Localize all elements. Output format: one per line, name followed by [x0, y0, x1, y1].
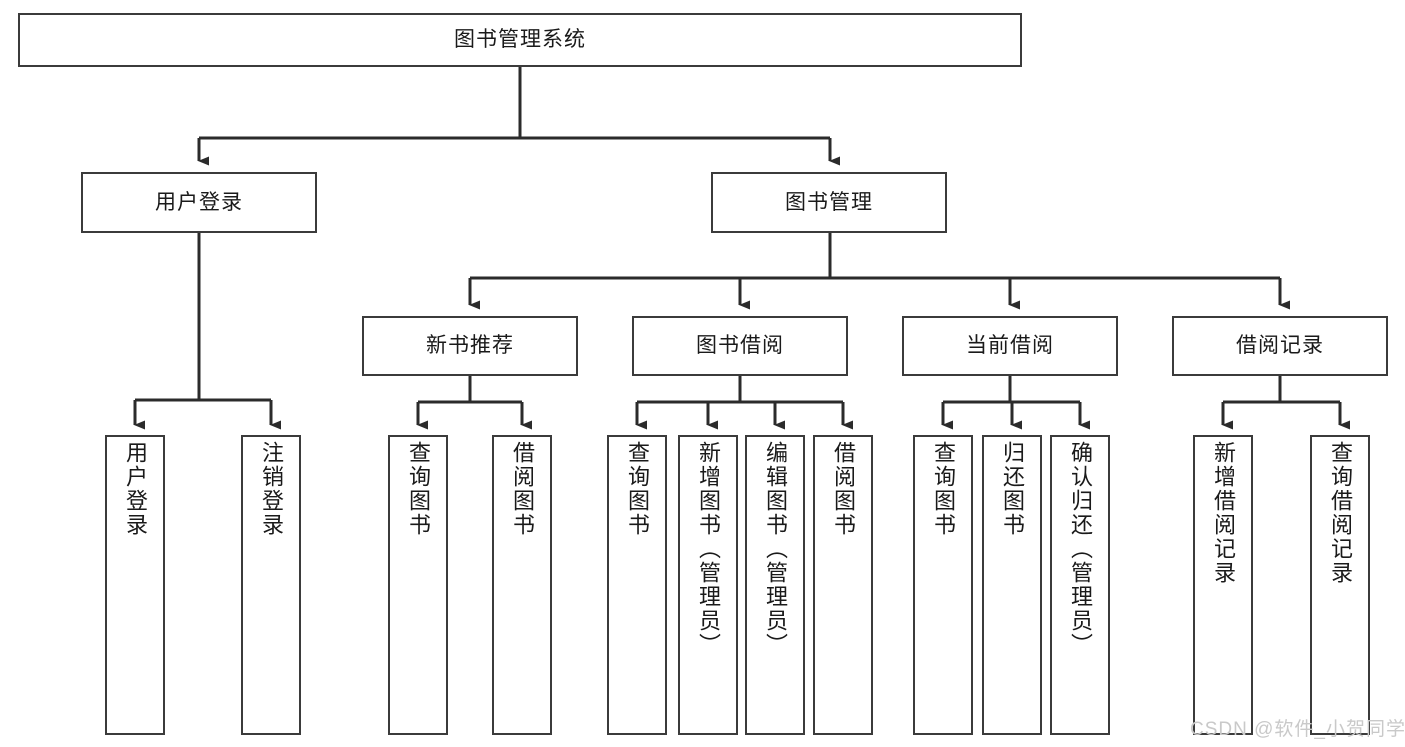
node-root[interactable]: 图书管理系统	[18, 13, 1022, 67]
node-leaf-add-book-label: 新增图书（管理员）	[695, 441, 721, 657]
node-leaf-query-book-2[interactable]: 查询图书	[607, 435, 667, 735]
node-leaf-edit-book-label: 编辑图书（管理员）	[762, 441, 788, 657]
node-leaf-borrow-book-1[interactable]: 借阅图书	[492, 435, 552, 735]
node-leaf-borrow-book-2[interactable]: 借阅图书	[813, 435, 873, 735]
node-new-book-recommend[interactable]: 新书推荐	[362, 316, 578, 376]
node-current-borrow[interactable]: 当前借阅	[902, 316, 1118, 376]
node-leaf-add-record-label: 新增借阅记录	[1210, 441, 1236, 585]
node-leaf-logout-login-label: 注销登录	[258, 441, 284, 537]
node-leaf-query-book-3[interactable]: 查询图书	[913, 435, 973, 735]
node-borrow-record-label: 借阅记录	[1236, 334, 1324, 358]
node-book-borrow-label: 图书借阅	[696, 334, 784, 358]
node-borrow-record[interactable]: 借阅记录	[1172, 316, 1388, 376]
node-leaf-query-book-2-label: 查询图书	[624, 441, 650, 537]
node-leaf-query-book-1-label: 查询图书	[405, 441, 431, 537]
node-book-borrow[interactable]: 图书借阅	[632, 316, 848, 376]
node-leaf-query-book-1[interactable]: 查询图书	[388, 435, 448, 735]
node-leaf-confirm-return[interactable]: 确认归还（管理员）	[1050, 435, 1110, 735]
node-leaf-query-record[interactable]: 查询借阅记录	[1310, 435, 1370, 735]
node-book-manage[interactable]: 图书管理	[711, 172, 947, 233]
node-leaf-user-login-label: 用户登录	[122, 441, 148, 537]
node-leaf-borrow-book-2-label: 借阅图书	[830, 441, 856, 537]
node-leaf-confirm-return-label: 确认归还（管理员）	[1067, 441, 1093, 657]
node-leaf-logout-login[interactable]: 注销登录	[241, 435, 301, 735]
node-leaf-add-record[interactable]: 新增借阅记录	[1193, 435, 1253, 735]
node-book-manage-label: 图书管理	[785, 190, 873, 214]
node-leaf-add-book[interactable]: 新增图书（管理员）	[678, 435, 738, 735]
node-current-borrow-label: 当前借阅	[966, 334, 1054, 358]
node-leaf-borrow-book-1-label: 借阅图书	[509, 441, 535, 537]
node-leaf-query-book-3-label: 查询图书	[930, 441, 956, 537]
node-leaf-query-record-label: 查询借阅记录	[1327, 441, 1353, 585]
node-user-login[interactable]: 用户登录	[81, 172, 317, 233]
node-user-login-label: 用户登录	[155, 190, 243, 214]
watermark-text: CSDN @软件_小贺同学	[1190, 719, 1405, 740]
node-root-label: 图书管理系统	[454, 28, 586, 52]
node-leaf-return-book[interactable]: 归还图书	[982, 435, 1042, 735]
node-leaf-edit-book[interactable]: 编辑图书（管理员）	[745, 435, 805, 735]
node-leaf-user-login[interactable]: 用户登录	[105, 435, 165, 735]
node-leaf-return-book-label: 归还图书	[999, 441, 1025, 537]
node-new-book-recommend-label: 新书推荐	[426, 334, 514, 358]
